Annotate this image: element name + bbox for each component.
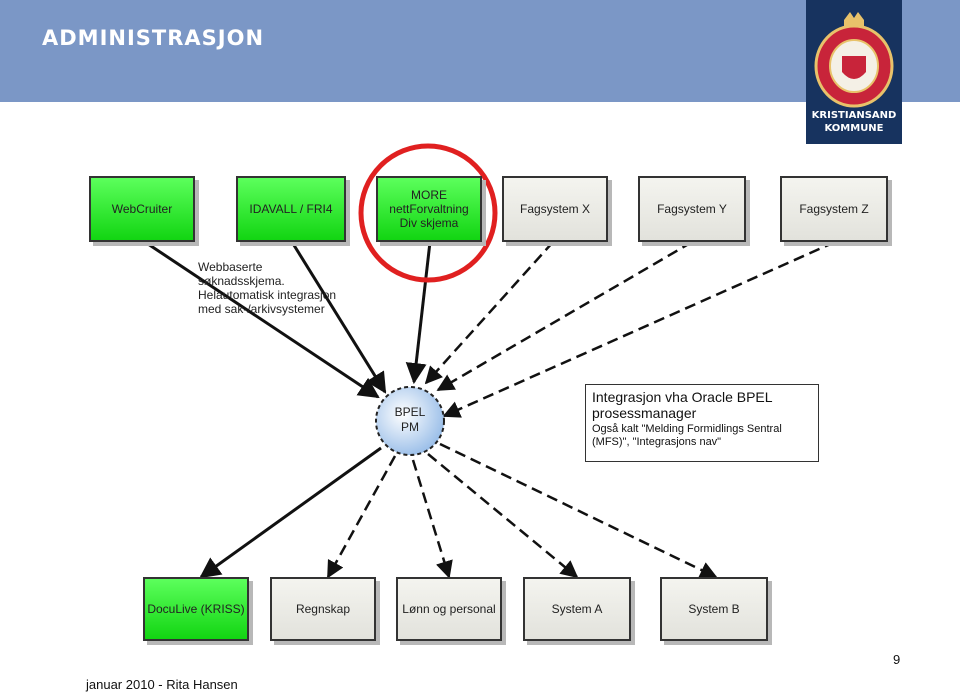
- box-lonn-og-personal: Lønn og personal: [396, 577, 502, 641]
- box-webcruiter: WebCruiter: [89, 176, 195, 242]
- arrow-hub-to-system-b: [439, 442, 718, 579]
- arrow-hub-to-doculive: [199, 446, 382, 579]
- box-fagsystem-y: Fagsystem Y: [638, 176, 746, 242]
- hub-label: BPEL PM: [394, 405, 426, 434]
- logo-line2: KOMMUNE: [824, 123, 884, 134]
- coat-of-arms-icon: [814, 12, 894, 108]
- arrow-fagsystem-y-to-hub: [436, 240, 693, 392]
- header-bar: ADMINISTRASJON: [0, 0, 960, 102]
- box-idavall-label: IDAVALL / FRI4: [249, 202, 333, 216]
- arrow-fagsystem-x-to-hub: [424, 241, 554, 385]
- arrow-more-to-hub: [405, 241, 432, 385]
- logo-line1: KRISTIANSAND: [811, 110, 897, 121]
- box-more-label: MORE nettForvaltning Div skjema: [389, 188, 469, 230]
- box-fagsystem-y-label: Fagsystem Y: [657, 202, 727, 216]
- box-system-b: System B: [660, 577, 768, 641]
- note-text: Webbaserte søknadsskjema. Helautomatisk …: [198, 260, 337, 316]
- page-number: 9: [893, 652, 901, 667]
- box-fagsystem-z: Fagsystem Z: [780, 176, 888, 242]
- info-box-title: Integrasjon vha Oracle BPEL prosessmanag…: [592, 389, 773, 421]
- box-doculive-label: DocuLive (KRISS): [147, 602, 245, 616]
- box-fagsystem-x: Fagsystem X: [502, 176, 608, 242]
- box-fagsystem-z-label: Fagsystem Z: [799, 202, 869, 216]
- box-doculive: DocuLive (KRISS): [143, 577, 249, 641]
- arrow-idavall-to-hub: [290, 241, 387, 394]
- info-box-subtitle: Også kalt "Melding Formidlings Sentral (…: [592, 423, 782, 448]
- arrow-hub-to-system-a: [427, 453, 579, 579]
- bpel-pm-hub: [375, 386, 445, 456]
- box-fagsystem-x-label: Fagsystem X: [519, 202, 591, 216]
- arrow-hub-to-regnskap: [326, 455, 397, 579]
- header-title: ADMINISTRASJON: [42, 26, 265, 50]
- box-idavall: IDAVALL / FRI4: [236, 176, 346, 242]
- footer-author: januar 2010 - Rita Hansen: [86, 677, 238, 692]
- box-system-b-label: System B: [688, 602, 740, 616]
- info-box: Integrasjon vha Oracle BPEL prosessmanag…: [585, 384, 819, 462]
- box-regnskap-label: Regnskap: [295, 602, 351, 616]
- box-webcruiter-label: WebCruiter: [111, 202, 173, 216]
- arrow-hub-to-lonn: [411, 459, 453, 579]
- box-system-a: System A: [523, 577, 631, 641]
- box-system-a-label: System A: [551, 602, 603, 616]
- kristiansand-logo: KRISTIANSAND KOMMUNE: [806, 0, 902, 144]
- highlight-circle: [358, 143, 498, 283]
- arrow-webcruiter-to-hub: [144, 240, 380, 399]
- arrow-fagsystem-z-to-hub: [442, 240, 836, 418]
- box-more: MORE nettForvaltning Div skjema: [376, 176, 482, 242]
- box-lonn-label: Lønn og personal: [402, 602, 496, 616]
- box-regnskap: Regnskap: [270, 577, 376, 641]
